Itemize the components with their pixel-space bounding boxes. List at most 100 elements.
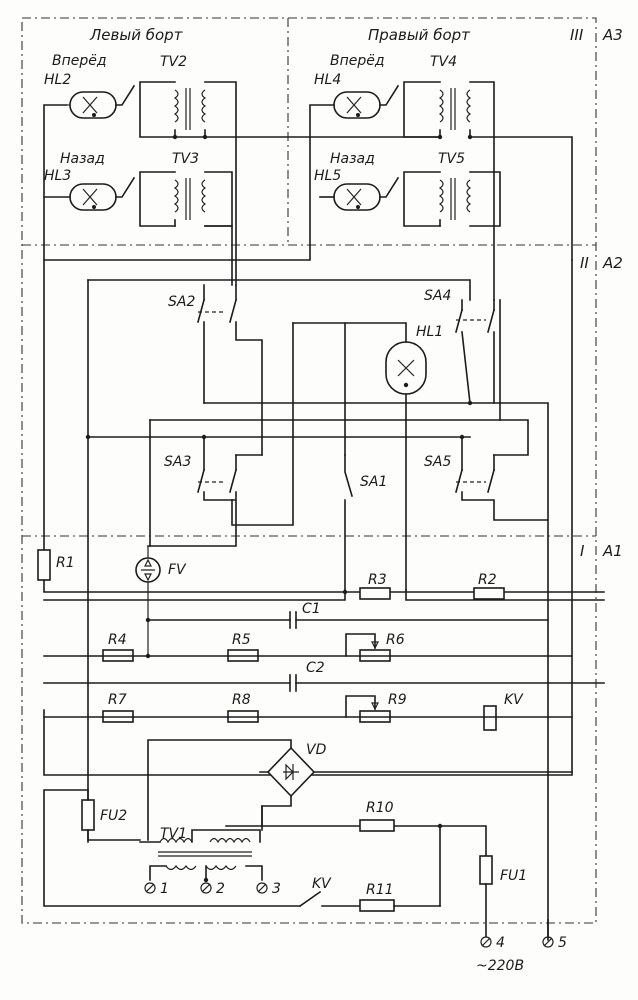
zone-a2-roman: II [580,254,589,272]
r2-body [473,587,505,600]
hl3-cross-icon [82,188,98,206]
lamp-hl1: HL1 [231,322,443,591]
sa2-label: SA2 [168,294,195,310]
outer-frame [21,17,597,924]
r8-label: R8 [232,692,251,708]
hl2-cross-icon [82,96,98,114]
sa1-label: SA1 [360,474,387,490]
hl2-label: HL2 [44,72,71,88]
r11-body [359,899,395,912]
lamp-group-hl4: Вперёд HL4 TV4 [314,53,495,301]
terminal-5-label: 5 [558,935,567,951]
terminal-4 [480,936,492,948]
hl2-direction-label: Вперёд [52,53,107,69]
hl1-cross-icon [397,359,415,377]
r11-label: R11 [366,882,394,898]
switch-sa1: SA1 [344,454,387,591]
row-r7-r8-r9-kv: R7 R8 R9 KV [43,692,573,731]
lamp-group-hl2: Вперёд HL2 TV2 [44,53,237,286]
terminals-123: 1 2 3 [144,877,281,897]
tv1-winding-1 [159,837,193,844]
supply-voltage-label: ~220В [476,958,524,974]
hl5-direction-label: Назад [330,151,375,167]
terminal-2 [200,882,212,894]
r1-label: R1 [56,555,75,571]
terminal-1-label: 1 [160,881,169,897]
row-c1: C1 [145,601,549,629]
zone-a3-roman: III [570,26,584,44]
tv4-primary-coil [438,89,444,123]
fu1-body [479,855,493,885]
vd-label: VD [306,742,327,758]
lamp-group-hl3: Назад HL3 TV3 [44,151,233,227]
switch-sa2: SA2 [168,284,263,456]
tv1-winding-2 [209,837,251,844]
terminal-3 [256,882,268,894]
terminal-2-label: 2 [216,881,225,897]
sa3-label: SA3 [164,454,191,470]
tv1-secondary [165,864,237,871]
zone-a1-label: A1 [602,542,623,560]
tv2-secondary-coil [201,89,207,123]
left-board-label: Левый борт [89,26,184,44]
arrester-fv: FV [135,546,187,656]
supply-terminals: 4 5 ~220В [476,919,567,974]
hl4-label: HL4 [314,72,341,88]
zone-a2-label: A2 [602,254,623,272]
tv4-secondary-coil [466,89,472,123]
row-r3-r2: R3 R2 [43,572,605,601]
hl4-cross-icon [346,96,362,114]
fv-label: FV [168,562,187,578]
r7-label: R7 [108,692,127,708]
tv5-primary-coil [438,179,444,213]
r5-label: R5 [232,632,251,648]
terminal-5 [542,936,554,948]
sa4-label: SA4 [424,288,451,304]
switch-sa4: SA4 [424,288,495,404]
fu1-label: FU1 [500,868,527,884]
c2-label: C2 [306,660,325,676]
row-r4-r5-r6: R4 R5 R6 [43,632,573,662]
r4-label: R4 [108,632,127,648]
fuse-fu1: FU1 [479,855,527,937]
r3-body [359,587,391,600]
r9-label: R9 [388,692,407,708]
fu2-body [81,799,95,831]
hl3-direction-label: Назад [60,151,105,167]
r10-label: R10 [366,800,394,816]
relay-contact-kv: KV [298,876,361,908]
tv5-label: TV5 [438,151,465,167]
tv3-primary-coil [173,179,179,213]
r6-label: R6 [386,632,405,648]
r10-body [359,819,395,832]
hl1-label: HL1 [416,324,443,340]
resistor-r11: R11 [359,882,441,912]
r3-label: R3 [368,572,387,588]
terminal-1 [144,882,156,894]
fuse-fu2: FU2 [81,789,127,843]
hl3-label: HL3 [44,168,71,184]
c1-label: C1 [302,601,321,617]
kv-coil [483,705,497,731]
sa5-label: SA5 [424,454,451,470]
hl5-cross-icon [346,188,362,206]
zone-a3-label: A3 [602,26,623,44]
kv-label: KV [504,692,524,708]
zone-a1-roman: I [580,542,585,560]
fu2-label: FU2 [100,808,127,824]
lamp-group-hl5: Назад HL5 TV5 [314,151,501,227]
tv3-label: TV3 [172,151,199,167]
rectifier-vd: VD [147,739,573,841]
panel-frames [21,17,597,924]
tv5-secondary-coil [466,179,472,213]
hl4-direction-label: Вперёд [330,53,385,69]
row-c2: C2 [43,660,605,692]
terminal-4-label: 4 [496,935,505,951]
resistor-r10: R10 [359,800,487,907]
kv-contact-label: KV [312,876,332,892]
right-board-label: Правый борт [368,26,471,44]
transformer-tv1: TV1 [139,805,441,881]
tv4-label: TV4 [430,54,457,70]
